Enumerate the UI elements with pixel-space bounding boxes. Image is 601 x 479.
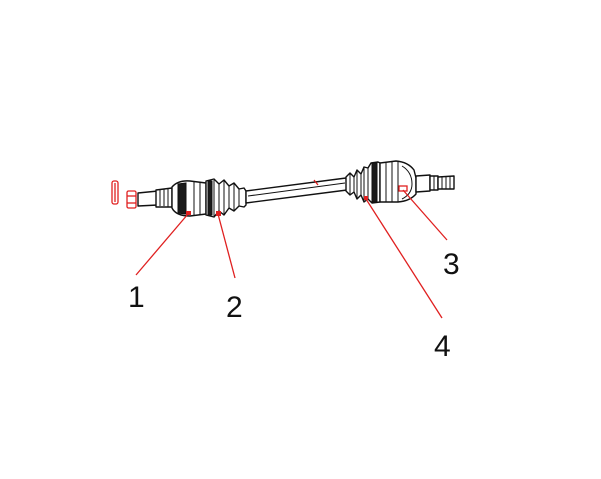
main-shaft xyxy=(245,177,348,204)
inner-stub-shaft xyxy=(415,174,455,193)
leader-line-4 xyxy=(365,198,443,319)
callout-3: 3 xyxy=(443,248,460,281)
inner-cv-joint xyxy=(379,160,417,203)
callout-4: 4 xyxy=(434,330,451,363)
leader-line-2 xyxy=(217,213,236,279)
axle-nut xyxy=(126,190,137,209)
inner-cv-boot xyxy=(345,161,381,204)
callout-1: 1 xyxy=(128,281,145,314)
outer-cv-joint xyxy=(171,180,207,217)
outer-cv-boot xyxy=(205,178,247,218)
leader-line-3 xyxy=(402,189,448,241)
snap-ring xyxy=(111,180,119,205)
outer-stub-shaft xyxy=(137,187,173,208)
leader-lines xyxy=(135,189,448,319)
leader-line-1 xyxy=(135,213,189,276)
clamp-markers xyxy=(186,196,368,216)
callout-2: 2 xyxy=(226,291,243,324)
